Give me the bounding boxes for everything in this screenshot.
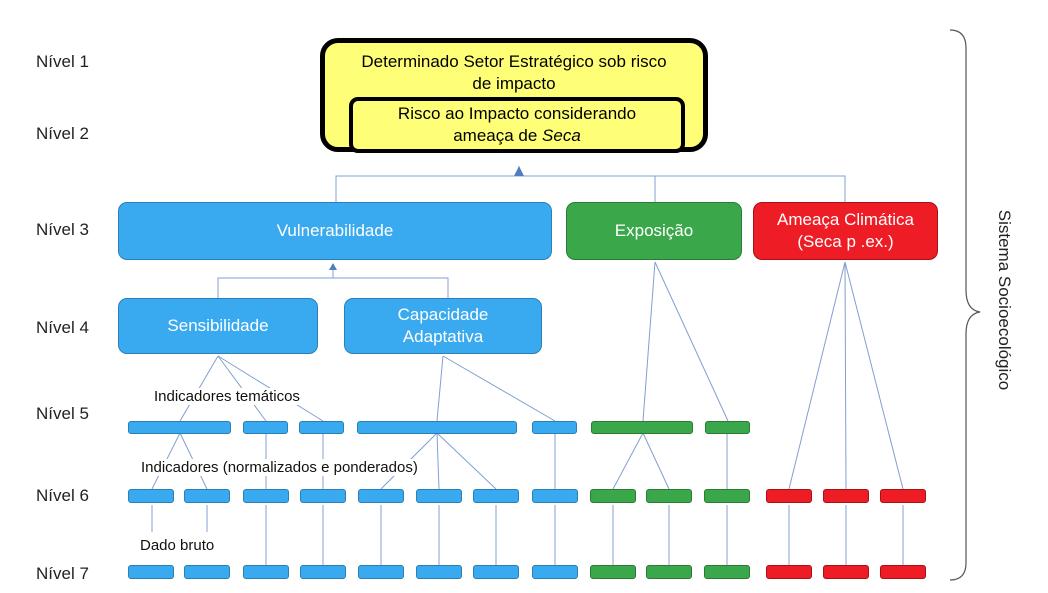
level6-indicator xyxy=(184,489,230,503)
level6-indicator xyxy=(128,489,174,503)
level7-data xyxy=(473,565,519,579)
level7-data xyxy=(128,565,174,579)
level6-indicator xyxy=(590,489,636,503)
level5-indicator xyxy=(532,421,577,434)
vulnerability-box: Vulnerabilidade xyxy=(118,202,552,260)
level7-data xyxy=(532,565,578,579)
level6-indicator xyxy=(646,489,692,503)
level5-indicator xyxy=(128,421,231,434)
capacity-line1: Capacidade xyxy=(397,305,489,324)
level7-data xyxy=(704,565,750,579)
capacity-line2: Adaptativa xyxy=(402,327,484,346)
level2-prefix: ameaça de xyxy=(453,126,543,145)
level6-indicator xyxy=(473,489,519,503)
level-2-label: Nível 2 xyxy=(36,124,89,143)
level6-indicator xyxy=(823,489,869,503)
level-7-label: Nível 7 xyxy=(36,564,89,583)
threat-line2: (Seca p .ex.) xyxy=(797,232,894,251)
raw-data-note: Dado bruto xyxy=(138,537,217,554)
level-6-label: Nível 6 xyxy=(36,486,89,505)
thematic-indicators-note: Indicadores temáticos xyxy=(152,388,302,405)
level7-data xyxy=(184,565,230,579)
threat-line1: Ameaça Climática xyxy=(777,210,914,229)
level2-line2: ameaça de Seca xyxy=(453,125,581,147)
level6-indicator xyxy=(532,489,578,503)
level6-indicator xyxy=(766,489,812,503)
level5-indicator xyxy=(705,421,750,434)
level7-data xyxy=(590,565,636,579)
level2-line1: Risco ao Impacto considerando xyxy=(397,104,637,123)
level6-indicator xyxy=(880,489,926,503)
level7-data xyxy=(243,565,289,579)
normalized-indicators-note: Indicadores (normalizados e ponderados) xyxy=(139,459,420,476)
level-5-label: Nível 5 xyxy=(36,404,89,423)
level-4-label: Nível 4 xyxy=(36,318,89,337)
level5-indicator xyxy=(357,421,517,434)
level5-indicator xyxy=(591,421,693,434)
adaptive-capacity-box: Capacidade Adaptativa xyxy=(344,298,542,354)
level6-indicator xyxy=(243,489,289,503)
level-3-label: Nível 3 xyxy=(36,220,89,239)
level7-data xyxy=(880,565,926,579)
level7-data xyxy=(823,565,869,579)
level5-indicator xyxy=(299,421,344,434)
level5-indicator xyxy=(243,421,288,434)
level7-data xyxy=(646,565,692,579)
level-1-label: Nível 1 xyxy=(36,52,89,71)
level1-line1: Determinado Setor Estratégico sob risco xyxy=(361,52,667,71)
level6-indicator xyxy=(704,489,750,503)
level2-italic: Seca xyxy=(542,126,581,145)
exposure-box: Exposição xyxy=(566,202,742,260)
level6-indicator xyxy=(416,489,462,503)
strategic-sector-box: Determinado Setor Estratégico sob risco … xyxy=(320,38,708,153)
level6-indicator xyxy=(300,489,346,503)
level7-data xyxy=(300,565,346,579)
climate-threat-box: Ameaça Climática (Seca p .ex.) xyxy=(753,202,938,260)
sensitivity-box: Sensibilidade xyxy=(118,298,318,354)
level7-data xyxy=(358,565,404,579)
socioecological-system-label: Sistema Socioecológico xyxy=(995,209,1014,391)
level7-data xyxy=(766,565,812,579)
level1-line2: de impacto xyxy=(472,74,556,93)
level7-data xyxy=(416,565,462,579)
level6-indicator xyxy=(358,489,404,503)
impact-risk-box: Risco ao Impacto considerando ameaça de … xyxy=(349,97,685,153)
